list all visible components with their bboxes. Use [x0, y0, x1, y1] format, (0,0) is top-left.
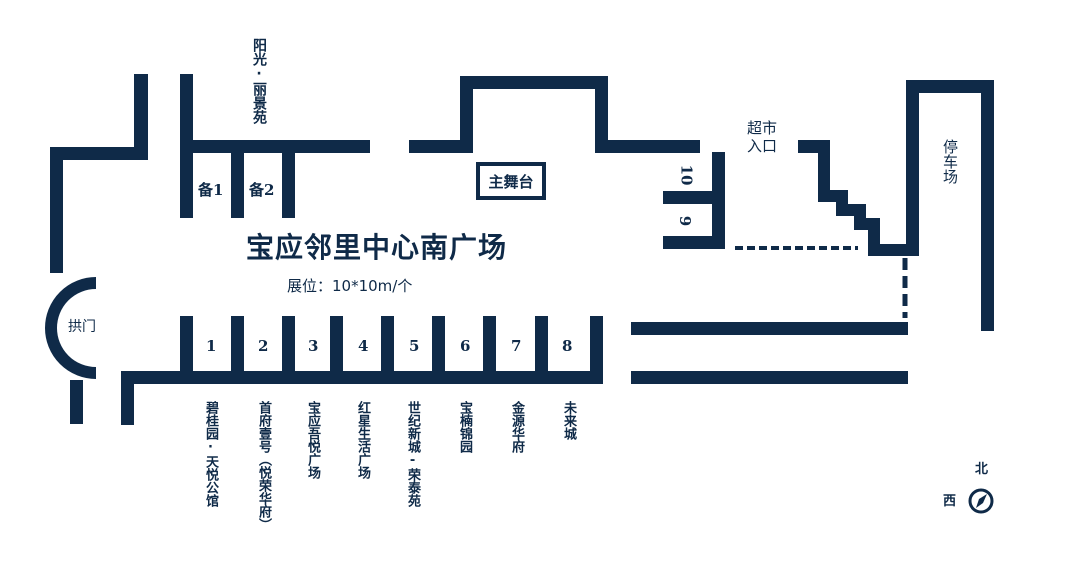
wall — [483, 316, 496, 376]
wall — [663, 191, 713, 204]
booth-size-note: 展位：10*10m/个 — [287, 277, 413, 295]
booth-9: 9 — [676, 215, 695, 227]
wall — [595, 76, 608, 153]
tenant-3: 宝应吾悦广场 — [305, 401, 321, 479]
booth-number-8: 8 — [562, 337, 573, 355]
wall — [460, 76, 608, 89]
tenant-5: 世纪新城-荣泰苑 — [405, 401, 421, 507]
wall — [180, 140, 370, 153]
wall — [134, 74, 148, 158]
wall — [121, 371, 603, 384]
wall — [981, 80, 994, 331]
tenant-7: 金源华府 — [509, 401, 525, 453]
arch-gate-shape — [45, 277, 97, 379]
booth-number-2: 2 — [258, 337, 269, 355]
wall — [121, 371, 134, 425]
wall — [818, 140, 830, 200]
parking-label: 停车场 — [941, 139, 959, 184]
wall — [535, 316, 548, 376]
wall — [282, 316, 295, 376]
wall — [631, 322, 908, 335]
compass-north-label: 北 — [975, 462, 989, 477]
wall — [50, 147, 148, 160]
wall — [906, 80, 994, 93]
wall — [712, 152, 725, 249]
arch-gate-label: 拱门 — [68, 319, 96, 335]
north-complex-label: 阳光·丽景苑 — [251, 38, 267, 124]
walls — [50, 74, 994, 425]
wall — [409, 140, 473, 153]
wall — [432, 316, 445, 376]
spare-booth-2: 备2 — [249, 181, 275, 199]
wall — [231, 316, 244, 376]
wall — [631, 371, 908, 384]
wall — [460, 76, 473, 153]
booth-number-1: 1 — [206, 337, 217, 355]
tenant-6: 宝楠锦园 — [457, 401, 473, 453]
wall — [330, 316, 343, 376]
booth-number-7: 7 — [511, 337, 522, 355]
wall — [906, 80, 919, 256]
booth-number-6: 6 — [460, 337, 471, 355]
wall — [180, 316, 193, 376]
wall — [70, 380, 83, 424]
tenant-1: 碧桂园·天悦公馆 — [203, 401, 219, 507]
wall — [590, 316, 603, 376]
supermarket-entrance-label-2: 入口 — [747, 137, 778, 155]
wall — [381, 316, 394, 376]
wall — [282, 140, 295, 218]
tenant-8: 未来城 — [561, 401, 577, 440]
compass-west-label: 西 — [943, 494, 957, 509]
wall — [231, 140, 244, 218]
booth-number-5: 5 — [409, 337, 420, 355]
main-stage-label: 主舞台 — [488, 172, 534, 191]
booth-number-3: 3 — [308, 337, 319, 355]
booth-number-4: 4 — [358, 337, 369, 355]
wall — [595, 140, 700, 153]
map-title: 宝应邻里中心南广场 — [246, 231, 508, 264]
wall — [50, 147, 63, 273]
supermarket-entrance-label-1: 超市 — [747, 119, 778, 137]
compass-icon — [968, 488, 994, 514]
tenant-4: 红星生活广场 — [355, 401, 371, 479]
booth-10: 10 — [677, 164, 696, 186]
main-stage: 主舞台 — [476, 162, 546, 200]
tenant-2: 首府壹号（悦荣华府） — [256, 401, 272, 531]
wall — [868, 244, 916, 256]
spare-booth-1: 备1 — [198, 181, 224, 199]
wall — [663, 236, 725, 249]
